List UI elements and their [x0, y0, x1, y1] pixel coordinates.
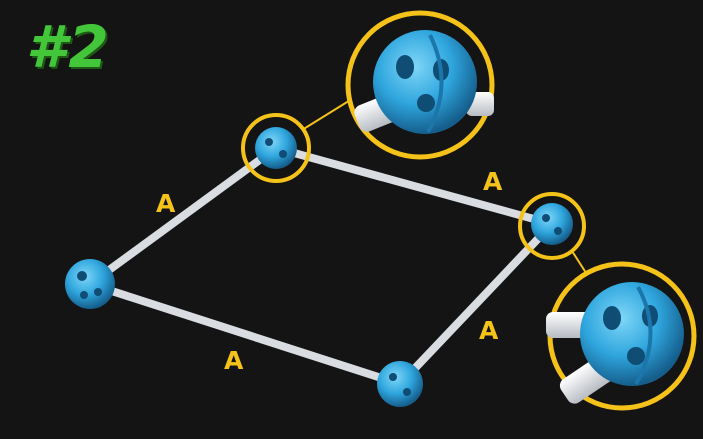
step-number-label: #2	[26, 13, 111, 81]
rod-label-a-bottom-left: A	[224, 346, 244, 375]
connector-left	[65, 259, 115, 309]
connector-right	[531, 203, 573, 245]
highlight-ring-right	[518, 192, 586, 260]
rod-group	[86, 144, 556, 388]
rod-label-a-top-right: A	[483, 167, 503, 196]
magnify-callout-top	[345, 10, 495, 160]
rod-top-right	[272, 144, 556, 228]
connector-bottom	[377, 361, 423, 407]
rod-label-a-top-left: A	[156, 189, 176, 218]
rod-bottom-left	[86, 280, 404, 388]
connector-top	[255, 127, 297, 169]
rod-label-a-bottom-right: A	[479, 316, 499, 345]
rod-top-left	[86, 144, 280, 288]
magnify-callout-right	[546, 261, 697, 411]
highlight-ring-top	[241, 113, 311, 183]
rod-bottom-right	[396, 220, 556, 388]
